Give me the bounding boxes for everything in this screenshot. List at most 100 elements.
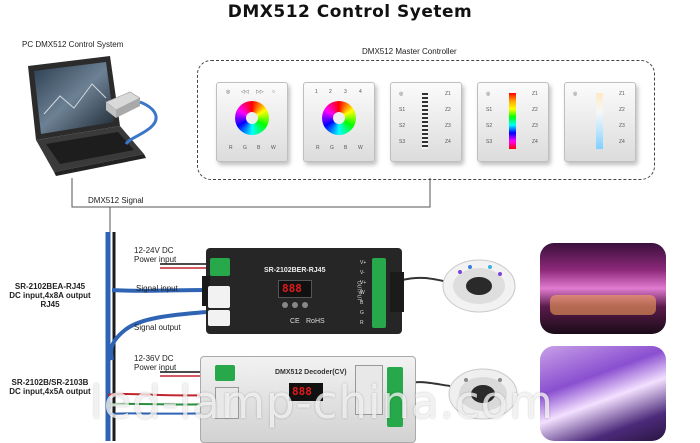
device2-display: 888 — [289, 383, 323, 401]
device2-name: DMX512 Decoder(CV) — [275, 369, 347, 376]
dmx-signal-label: DMX512 Signal — [88, 196, 144, 205]
panel-mark: G — [243, 145, 247, 151]
panel-mark: G — [330, 145, 334, 151]
panel-mark: B — [257, 145, 261, 151]
dimming-slider[interactable] — [422, 93, 428, 149]
panel-mark: Z2 — [619, 107, 625, 113]
panel-mark: ◎ — [226, 89, 231, 95]
device1-model-line: DC input,4x8A output — [9, 291, 91, 300]
device1-display: 888 — [278, 280, 312, 298]
led-strip-reel-icon — [448, 368, 518, 420]
dmx-input-terminal[interactable] — [215, 387, 239, 419]
panel-mark: S2 — [486, 123, 493, 129]
panel-mark: ○ — [272, 89, 276, 95]
panel-mark: Z4 — [619, 139, 625, 145]
signal-input-label: Signal input — [136, 284, 178, 293]
panel-mark: 4 — [359, 89, 362, 95]
color-slider[interactable] — [509, 93, 516, 149]
device2-power-line: 12-36V DC — [134, 354, 174, 363]
panel-mark: 2 — [329, 89, 332, 95]
output-terminal-block[interactable] — [372, 258, 386, 328]
panel-mark: S1 — [399, 107, 406, 113]
page-title: DMX512 Control Syetem — [227, 2, 473, 22]
panel-mark: Z1 — [445, 91, 451, 97]
device1-power-line: 12-24V DC — [134, 246, 174, 255]
panel-mark: Z1 — [619, 91, 625, 97]
signal-output-label: Signal output — [134, 323, 181, 332]
panel-mark: Z3 — [532, 123, 538, 129]
panel-mark: Z4 — [445, 139, 451, 145]
button-up[interactable] — [302, 302, 308, 308]
watermark: led-lamp-china.com — [90, 376, 554, 429]
device1-power-label: 12-24V DC Power input — [134, 246, 176, 264]
dmx-decoder-cv[interactable]: DMX512 Decoder(CV) 888 — [200, 356, 416, 443]
panel-mark: ◎ — [399, 91, 404, 97]
device1-model-line: SR-2102BEA-RJ45 — [14, 282, 86, 291]
led-strip-reel-icon — [442, 259, 516, 313]
panel-mark: Z3 — [619, 123, 625, 129]
panel-mark: Z1 — [532, 91, 538, 97]
display-digits: 888 — [282, 282, 302, 295]
panel-mark: W — [358, 145, 363, 151]
rj45-input-port[interactable] — [208, 286, 230, 308]
panel-mark: ◁◁ — [241, 89, 249, 95]
hall-scene-photo — [540, 346, 666, 441]
device2-power-label: 12-36V DC Power input — [134, 354, 176, 372]
display-digits: 888 — [292, 385, 312, 398]
cct-slider[interactable] — [596, 93, 603, 149]
panel-mark: Z4 — [532, 139, 538, 145]
color-wheel-icon[interactable] — [235, 101, 269, 135]
device2-model-label: SR-2102B/SR-2103B DC input,4x5A output — [2, 378, 98, 396]
panel-mark: 1 — [315, 89, 318, 95]
pc-system-label: PC DMX512 Control System — [22, 40, 124, 49]
wall-panel-rgb-slider[interactable]: ◎ S1 S2 S3 Z1 Z2 Z3 Z4 — [477, 82, 549, 162]
pin-label: V- — [360, 270, 365, 276]
master-controller-group — [197, 60, 655, 180]
device1-model-label: SR-2102BEA-RJ45 DC input,4x8A output RJ4… — [2, 282, 98, 309]
wall-panel-dimmer[interactable]: ◎ S1 S2 S3 Z1 Z2 Z3 Z4 — [390, 82, 462, 162]
device1-name: SR-2102BER-RJ45 — [264, 267, 326, 274]
pin-label: V+ — [360, 280, 367, 286]
panel-mark: R — [316, 145, 320, 151]
device2-power-line: Power input — [134, 363, 177, 372]
output-terminal-green[interactable] — [387, 367, 403, 427]
ce-mark: CE — [290, 318, 300, 325]
panel-mark: ◎ — [573, 91, 578, 97]
wall-panel-cct[interactable]: ◎ Z1 Z2 Z3 Z4 — [564, 82, 636, 162]
button-m[interactable] — [282, 302, 288, 308]
panel-mark: S1 — [486, 107, 493, 113]
output-pin-labels: V+ V- V+ W B G R — [360, 258, 370, 328]
panel-mark: Z2 — [445, 107, 451, 113]
panel-mark: R — [229, 145, 233, 151]
panel-mark: B — [344, 145, 348, 151]
dmx-decoder-rj45[interactable]: SR-2102BER-RJ45 888 RoHS CE OUTPUT V+ V-… — [202, 248, 404, 334]
power-terminal[interactable] — [215, 365, 235, 381]
panel-mark: Z2 — [532, 107, 538, 113]
panel-mark: W — [271, 145, 276, 151]
pin-label: V+ — [360, 260, 367, 266]
pin-label: W — [360, 290, 365, 296]
bar-scene-photo — [540, 243, 666, 334]
color-wheel-icon[interactable] — [322, 101, 356, 135]
wall-panel-zone-wheel[interactable]: 1 2 3 4 R G B W — [303, 82, 375, 162]
device2-model-line: DC input,4x5A output — [9, 387, 91, 396]
rj45-output-port[interactable] — [208, 310, 230, 326]
panel-mark: 3 — [344, 89, 347, 95]
panel-mark: S3 — [399, 139, 406, 145]
button-down[interactable] — [292, 302, 298, 308]
pin-label: G — [360, 310, 364, 316]
usb-dmx-adapter-icon — [105, 91, 158, 145]
device1-power-line: Power input — [134, 255, 177, 264]
panel-mark: Z3 — [445, 123, 451, 129]
wall-panel-rgbw-wheel[interactable]: ◎ ◁◁ ▷▷ ○ R G B W — [216, 82, 288, 162]
panel-mark: S2 — [399, 123, 406, 129]
device2-model-line: SR-2102B/SR-2103B — [11, 378, 89, 387]
laptop-icon — [28, 56, 146, 176]
panel-mark: S3 — [486, 139, 493, 145]
power-terminal[interactable] — [210, 258, 230, 276]
output-terminal-block[interactable] — [355, 365, 383, 415]
rohs-mark: RoHS — [306, 318, 325, 325]
device1-model-line: RJ45 — [40, 300, 60, 309]
